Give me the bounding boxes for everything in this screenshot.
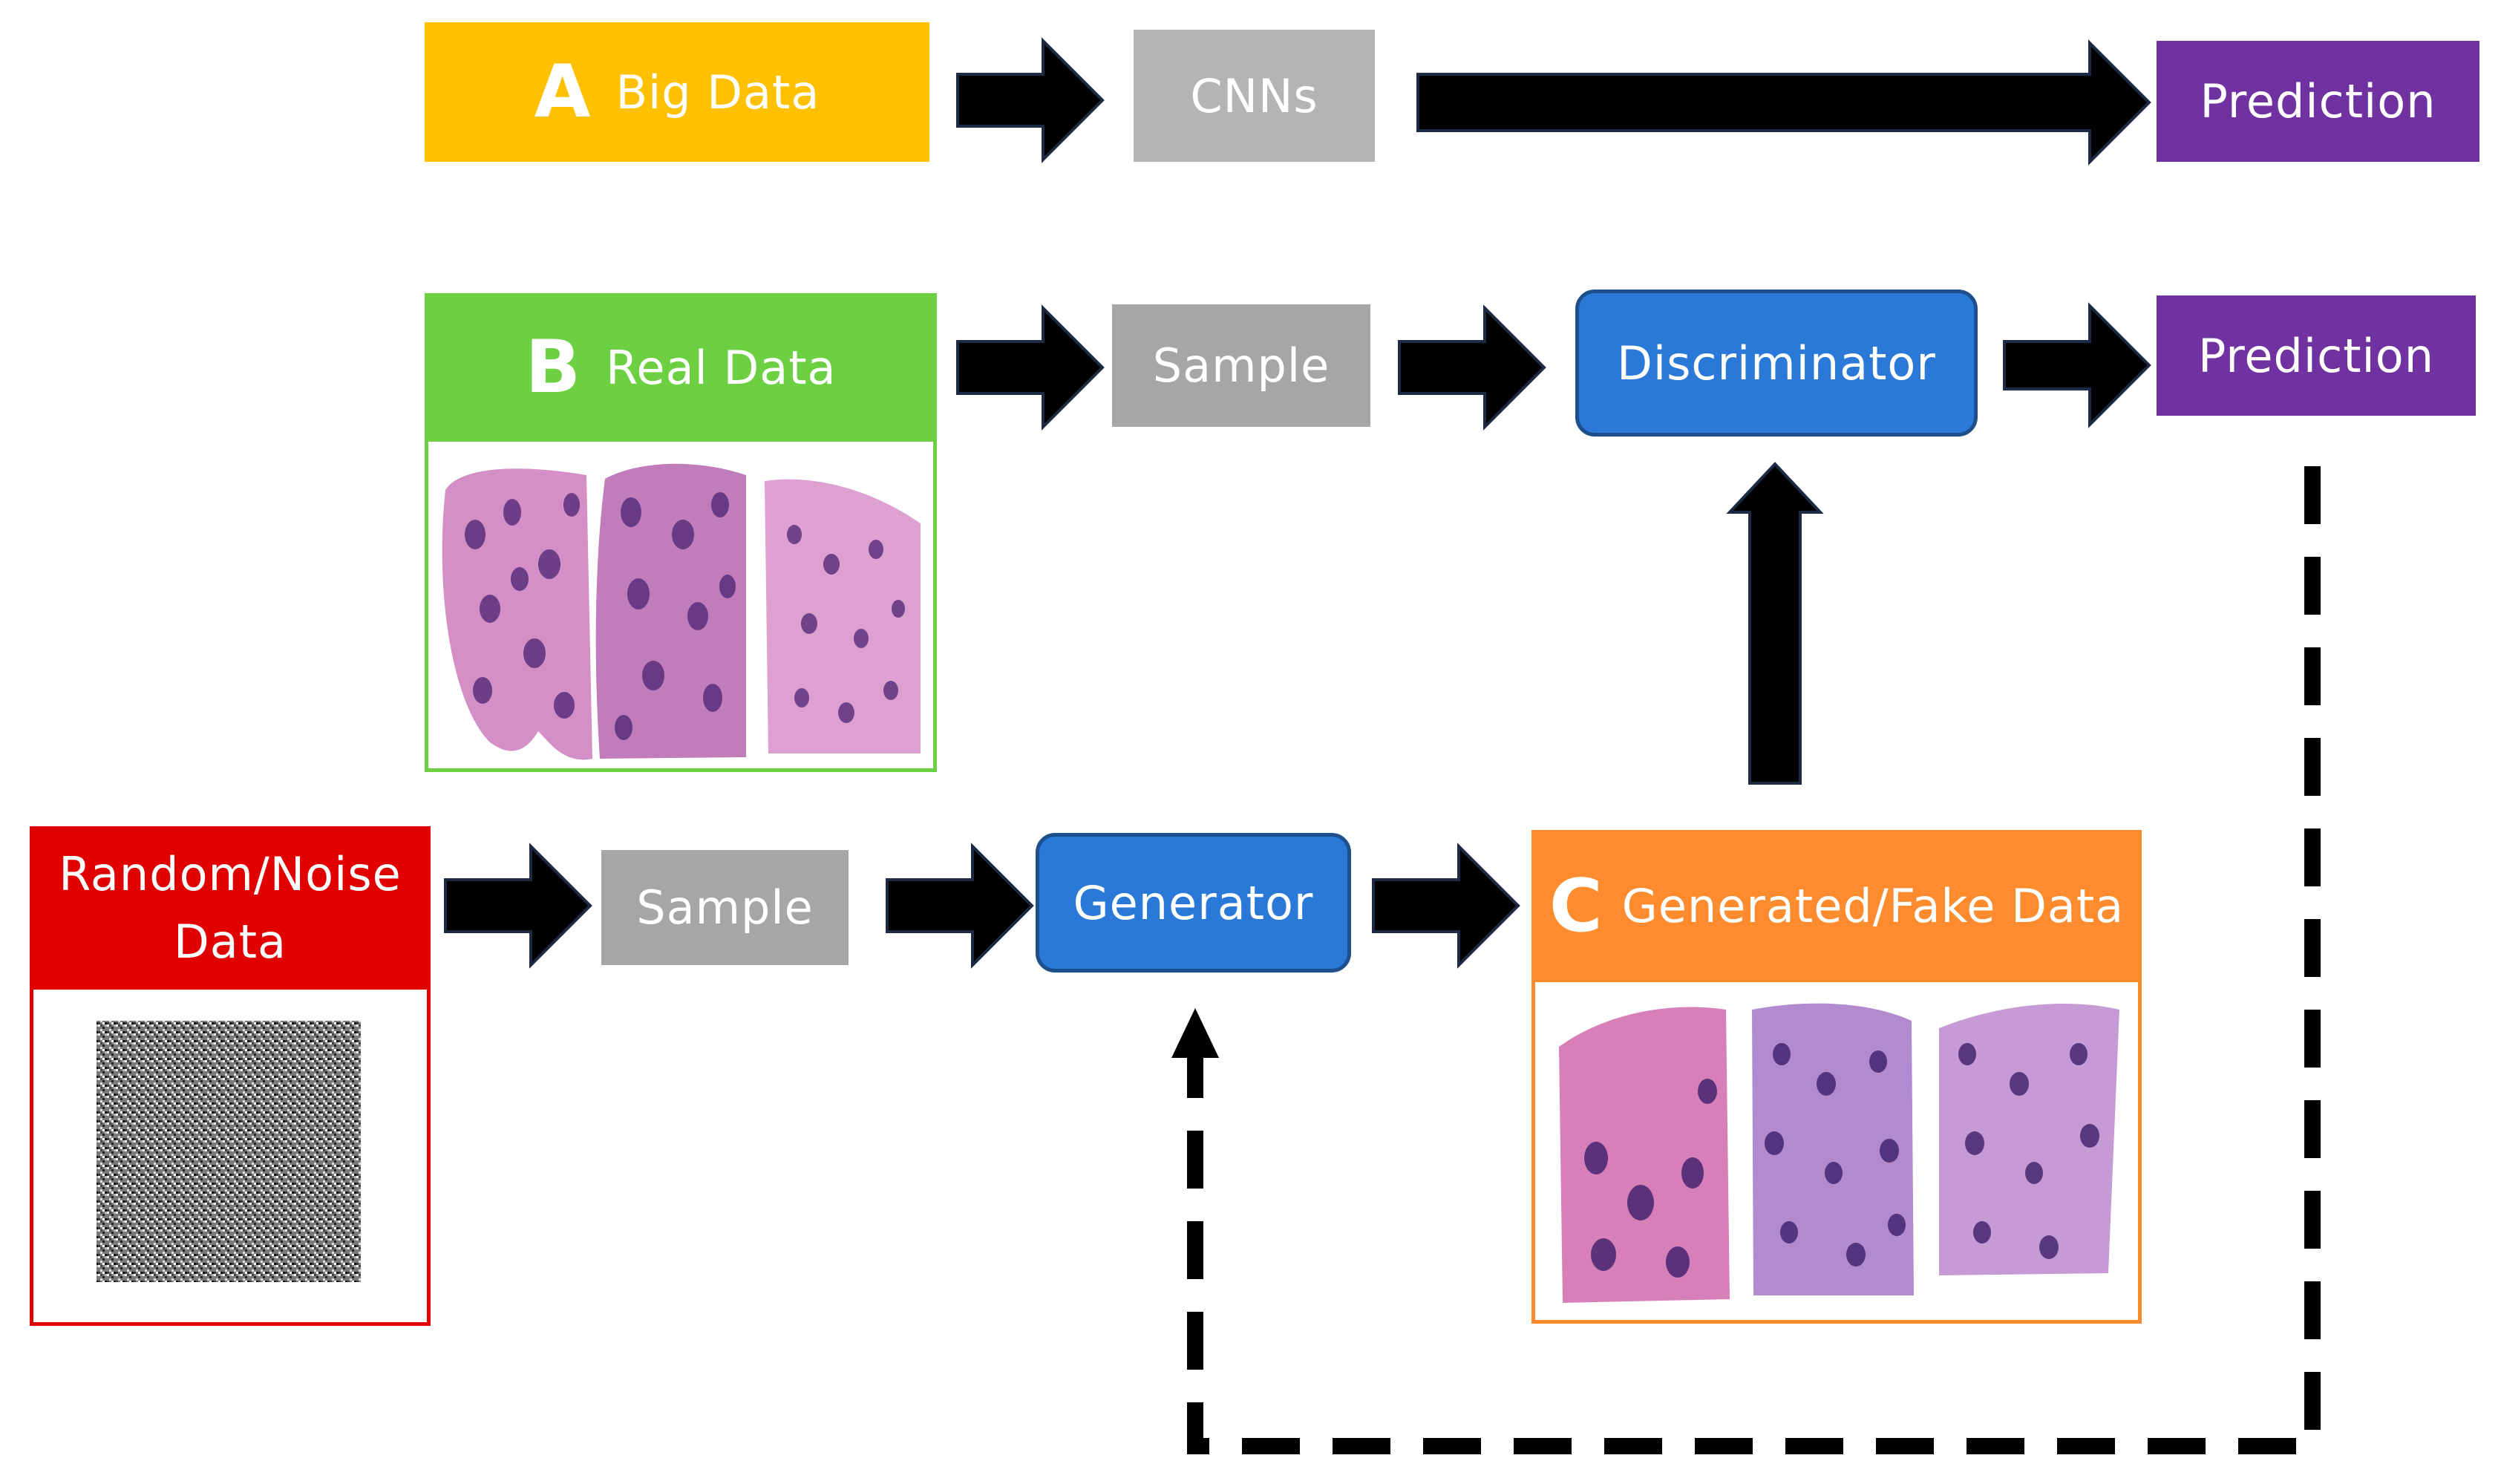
generated-data-images: [1559, 1003, 2119, 1303]
sample-noise-box: Sample: [601, 850, 849, 965]
discriminator-label: Discriminator: [1617, 336, 1936, 390]
noise-header: Random/Noise Data: [30, 826, 431, 990]
arrow-sample-to-discriminator: [1398, 304, 1546, 431]
prediction-mid-label: Prediction: [2197, 328, 2434, 383]
real-data-header: B Real Data: [425, 293, 937, 442]
generated-data-label: Generated/Fake Data: [1621, 879, 2125, 933]
big-data-label: Big Data: [615, 65, 820, 120]
arrow-noise-to-sample: [444, 843, 592, 969]
arrow-generated-to-discriminator: [1726, 462, 1824, 785]
section-letter-b: B: [525, 325, 581, 410]
generated-data-header: C Generated/Fake Data: [1531, 830, 2142, 982]
real-nuclei: [465, 492, 905, 740]
arrow-bigdata-to-cnns: [956, 37, 1105, 163]
sample-noise-label: Sample: [636, 880, 814, 935]
real-tissue-2: [595, 463, 746, 759]
section-letter-c: C: [1549, 863, 1603, 949]
noise-label-line1: Random/Noise: [59, 847, 402, 901]
feedback-loop-dashed: [1187, 466, 2321, 1454]
gen-tissue-3: [1939, 1004, 2119, 1275]
prediction-top-label: Prediction: [2200, 74, 2436, 128]
generated-nuclei: [1584, 1043, 2099, 1278]
discriminator-box: Discriminator: [1575, 290, 1978, 437]
feedback-arrowhead-icon: [1171, 1008, 1219, 1058]
generator-label: Generator: [1073, 875, 1314, 930]
prediction-top-box: Prediction: [2157, 41, 2479, 162]
sample-real-label: Sample: [1152, 339, 1330, 393]
cnns-label: CNNs: [1190, 68, 1318, 123]
noise-label-line2: Data: [173, 915, 287, 969]
sample-real-box: Sample: [1112, 304, 1370, 427]
arrow-generator-to-generated: [1372, 843, 1520, 969]
big-data-box: A Big Data: [425, 22, 929, 162]
real-data-images: [442, 463, 921, 760]
generator-box: Generator: [1036, 833, 1351, 973]
arrow-sample-to-generator: [886, 843, 1034, 969]
real-data-label: Real Data: [606, 340, 837, 395]
gen-tissue-1: [1559, 1007, 1730, 1303]
section-letter-a: A: [534, 50, 591, 134]
arrow-cnns-to-prediction: [1416, 39, 2151, 166]
arrow-realdata-to-sample: [956, 304, 1105, 431]
prediction-mid-box: Prediction: [2157, 295, 2476, 416]
cnns-box: CNNs: [1134, 30, 1375, 162]
noise-image: [97, 1021, 361, 1282]
arrow-discriminator-to-prediction: [2003, 302, 2151, 428]
